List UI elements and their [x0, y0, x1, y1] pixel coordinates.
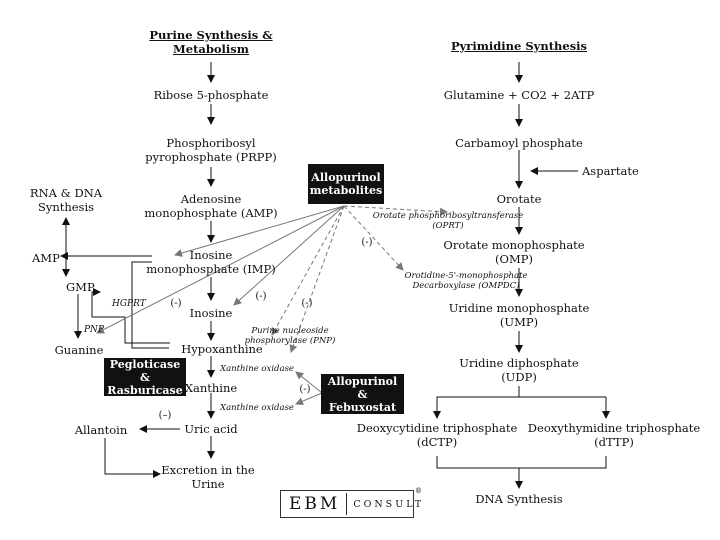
- aspartate-node: Aspartate: [582, 164, 639, 178]
- xanthine-oxidase-label-2: Xanthine oxidase: [220, 403, 294, 413]
- carbamoyl-phosphate-node: Carbamoyl phosphate: [455, 136, 583, 150]
- inhibition-sign-imp: (-): [255, 291, 267, 302]
- orotate-node: Orotate: [496, 192, 542, 206]
- inhibition-sign-oprt: (-): [361, 237, 373, 248]
- dttp-node: Deoxythymidine triphosphate(dTTP): [527, 421, 701, 449]
- glutamine-node: Glutamine + CO2 + 2ATP: [443, 88, 595, 102]
- inhibition-arrows: [96, 205, 448, 405]
- pnp-label: PNP: [84, 325, 104, 335]
- omp-node: Orotate monophosphate(OMP): [443, 238, 585, 266]
- gmp-node: GMP: [66, 280, 95, 294]
- purine-header: Purine Synthesis &Metabolism: [149, 28, 273, 56]
- ribose-5-phosphate: Ribose 5-phosphate: [153, 88, 269, 102]
- allopurinol-febuxostat-box: Allopurinol &Febuxostat: [321, 374, 404, 414]
- inhibition-sign-uricase: (–): [158, 410, 172, 421]
- udp-node: Uridine diphosphate(UDP): [459, 356, 579, 384]
- inhibition-sign-xo: (-): [299, 384, 311, 395]
- pegloticase-rasburicase-box: Pegloticase &Rasburicase: [104, 358, 186, 397]
- amp-node: AMP: [32, 251, 60, 265]
- ump-node: Uridine monophosphate(UMP): [448, 301, 590, 329]
- dctp-node: Deoxycytidine triphosphate(dCTP): [356, 421, 518, 449]
- inhibition-sign-pnp: (-): [301, 298, 313, 309]
- pyrimidine-arrows: [433, 62, 610, 489]
- uric-acid-node: Uric acid: [184, 422, 238, 436]
- dna-synthesis-node: DNA Synthesis: [475, 492, 563, 506]
- purine-arrows: [60, 62, 215, 478]
- hgprt-label: HGPRT: [112, 299, 146, 309]
- inhibition-sign-hgprt: (-): [170, 298, 182, 309]
- xanthine-node: Xanthine: [184, 381, 238, 395]
- pyrimidine-header: Pyrimidine Synthesis: [450, 39, 588, 53]
- xanthine-oxidase-label-1: Xanthine oxidase: [220, 364, 294, 374]
- allantoin-node: Allantoin: [74, 423, 128, 437]
- guanine-node: Guanine: [54, 343, 104, 357]
- oprt-label: Orotate phosphoribosyltransferase(OPRT): [372, 211, 524, 231]
- hypoxanthine-node: Hypoxanthine: [181, 342, 263, 356]
- inosine-node: Inosine: [189, 306, 233, 320]
- ebm-consult-logo: EBM CONSULT ®: [280, 487, 422, 518]
